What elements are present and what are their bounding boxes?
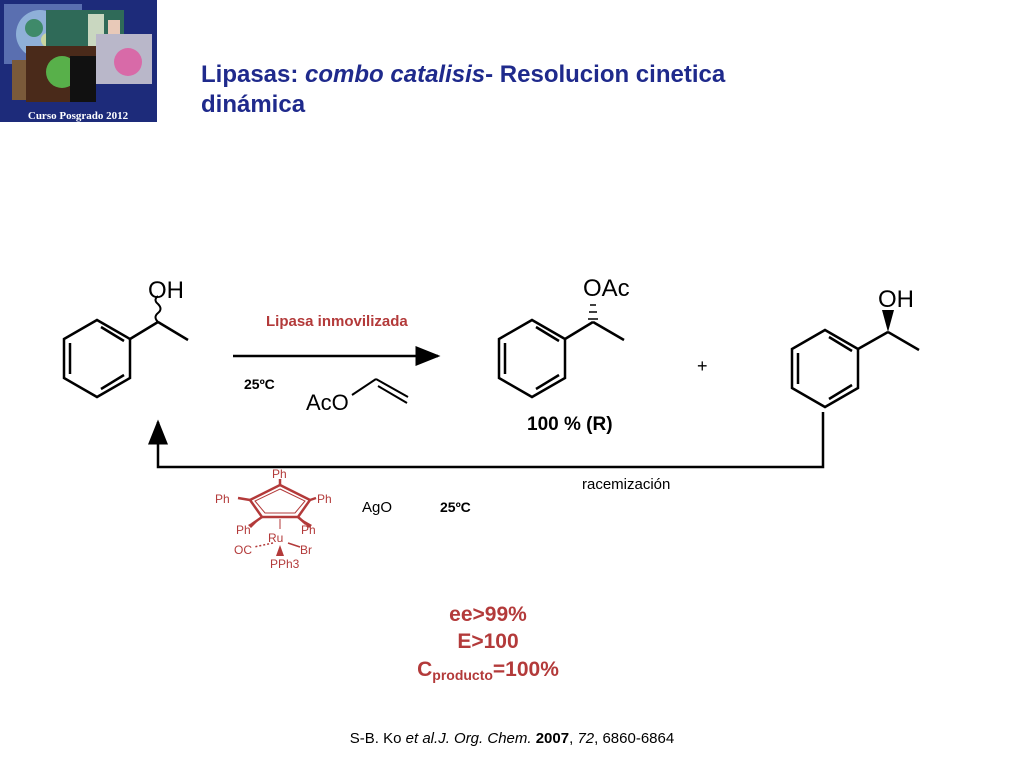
citation-year: 2007 [535, 730, 570, 747]
cat-ph-bottom-right: Ph [301, 523, 316, 537]
product-yield: 100 % (R) [527, 414, 613, 435]
plus-sign: + [697, 356, 708, 376]
cat-ligand-pph3: PPh3 [270, 557, 300, 571]
e-result: E>100 [457, 630, 518, 653]
vinyl-group [351, 378, 409, 404]
citation-etal: et al. [405, 730, 439, 747]
cat-ligand-oc: OC [234, 543, 252, 557]
agent-label: AgO [362, 499, 392, 516]
temperature-label: 25ºC [244, 376, 275, 392]
cat-metal: Ru [268, 531, 283, 545]
citation-volume: 72 [577, 730, 595, 747]
remaining-alcohol-molecule [790, 328, 920, 409]
page-title: Lipasas: combo catalisis- Resolucion cin… [201, 60, 821, 120]
cat-ph-left: Ph [215, 492, 230, 506]
logo-caption: Curso Posgrado 2012 [28, 110, 129, 122]
cat-ph-bottom-left: Ph [236, 523, 251, 537]
ee-result: ee>99% [449, 603, 527, 626]
citation: S-B. Ko et al.J. Org. Chem. 2007, 72, 68… [349, 730, 675, 747]
racemization-label: racemización [582, 476, 670, 493]
conversion-result: Cproducto=100% [417, 658, 559, 683]
course-logo: Curso Posgrado 2012 [0, 0, 157, 122]
citation-journal: J. Org. Chem. [438, 730, 532, 747]
citation-authors: S-B. Ko [349, 730, 406, 747]
remaining-oh-label: OH [878, 286, 914, 313]
product-oac-label: OAc [583, 275, 630, 302]
cat-ph-right: Ph [317, 492, 332, 506]
substrate-molecule [62, 295, 189, 399]
title-part2: - Resolucion cinetica dinámica [201, 61, 726, 118]
cat-ligand-br: Br [300, 543, 312, 557]
title-italic: combo catalisis [305, 61, 486, 88]
ruthenium-catalyst: Ph Ph Ph Ph Ph Ru OC Br PPh3 [215, 467, 332, 571]
cat-ph-top: Ph [272, 467, 287, 481]
enzyme-label: Lipasa inmovilizada [266, 313, 408, 330]
title-part1: Lipasas: [201, 61, 306, 88]
product-molecule [497, 304, 625, 399]
racemization-temp-label: 25ºC [440, 499, 471, 515]
acyl-donor-label: AcO [306, 390, 349, 415]
citation-pages: , 6860-6864 [594, 730, 675, 747]
substrate-oh-label: OH [148, 277, 184, 304]
racemization-arrow [148, 412, 825, 469]
wedge-bond [882, 310, 894, 332]
